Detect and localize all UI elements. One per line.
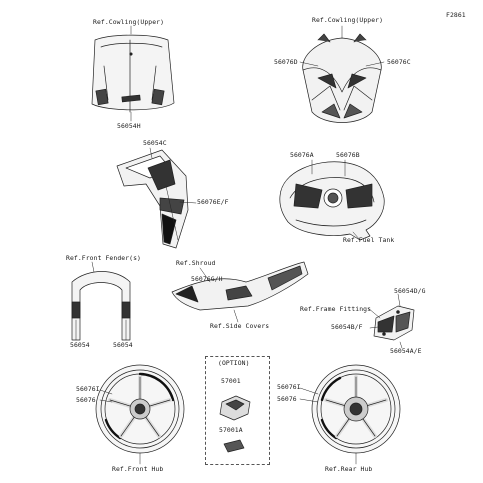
windscreen-drawing xyxy=(91,25,175,122)
rear-wheel-i-label: 56076I xyxy=(277,383,301,391)
windscreen-decal-icon xyxy=(121,94,141,103)
front-hub-ref-label: Ref.Front Hub xyxy=(112,465,164,473)
windscreen-ref-label: Ref.Cowling(Upper) xyxy=(93,18,165,26)
rear-hub-ref-label: Ref.Rear Hub xyxy=(325,465,373,473)
shroud-part-label: 56076G/H xyxy=(191,275,223,283)
side-cover-drawing xyxy=(171,261,309,323)
frame-fittings-drawing xyxy=(367,293,415,349)
front-fender-drawing xyxy=(71,261,131,341)
fender-right-decal-icon xyxy=(121,301,131,319)
fuel-tank-drawing xyxy=(279,159,385,241)
front-wheel-i-label: 56076I xyxy=(76,385,100,393)
side-covers-ref-label: Ref.Side Covers xyxy=(210,322,270,330)
shroud-ref-label: Ref.Shroud xyxy=(176,259,216,267)
side-cowl-top-label: 56054C xyxy=(143,139,167,147)
figure-id: F2861 xyxy=(446,11,466,19)
frame-a-e-label: 56054A/E xyxy=(390,347,422,355)
option-part-1-label: 57001 xyxy=(221,377,241,385)
fuel-tank-ref-label: Ref.Fuel Tank xyxy=(343,236,395,244)
frame-b-f-label: 56054B/F xyxy=(331,323,363,331)
option-part-2-label: 57001A xyxy=(219,426,243,434)
fender-left-decal-icon xyxy=(71,301,81,319)
windscreen-left-mount-icon xyxy=(95,88,109,106)
windscreen-right-mount-icon xyxy=(151,88,165,106)
upper-cowl-ref-label: Ref.Cowling(Upper) xyxy=(312,16,384,24)
side-cowl-part-label: 56076E/F xyxy=(197,198,229,206)
front-wheel-part-label: 56076 xyxy=(76,396,96,404)
rear-wheel-part-label: 56076 xyxy=(277,395,297,403)
upper-cowl-right-label: 56076C xyxy=(387,58,411,66)
fender-right-part-label: 56054 xyxy=(113,341,133,349)
front-wheel-drawing xyxy=(95,364,185,465)
frame-d-g-label: 56054D/G xyxy=(394,287,426,295)
option-kit-drawing xyxy=(219,395,251,453)
tank-a-label: 56076A xyxy=(290,151,314,159)
upper-cowl-drawing xyxy=(299,25,385,123)
front-fender-ref-label: Ref.Front Fender(s) xyxy=(66,254,142,262)
windscreen-part-label: 56054H xyxy=(117,122,141,130)
upper-cowl-left-label: 56076D xyxy=(274,58,298,66)
fender-left-part-label: 56054 xyxy=(70,341,90,349)
tank-b-label: 56076B xyxy=(336,151,360,159)
rear-wheel-drawing xyxy=(299,364,401,465)
frame-fittings-ref-label: Ref.Frame Fittings xyxy=(300,305,372,313)
side-cowl-drawing xyxy=(116,147,197,249)
option-title-label: (OPTION) xyxy=(218,359,250,367)
option-kit-box xyxy=(205,356,270,465)
